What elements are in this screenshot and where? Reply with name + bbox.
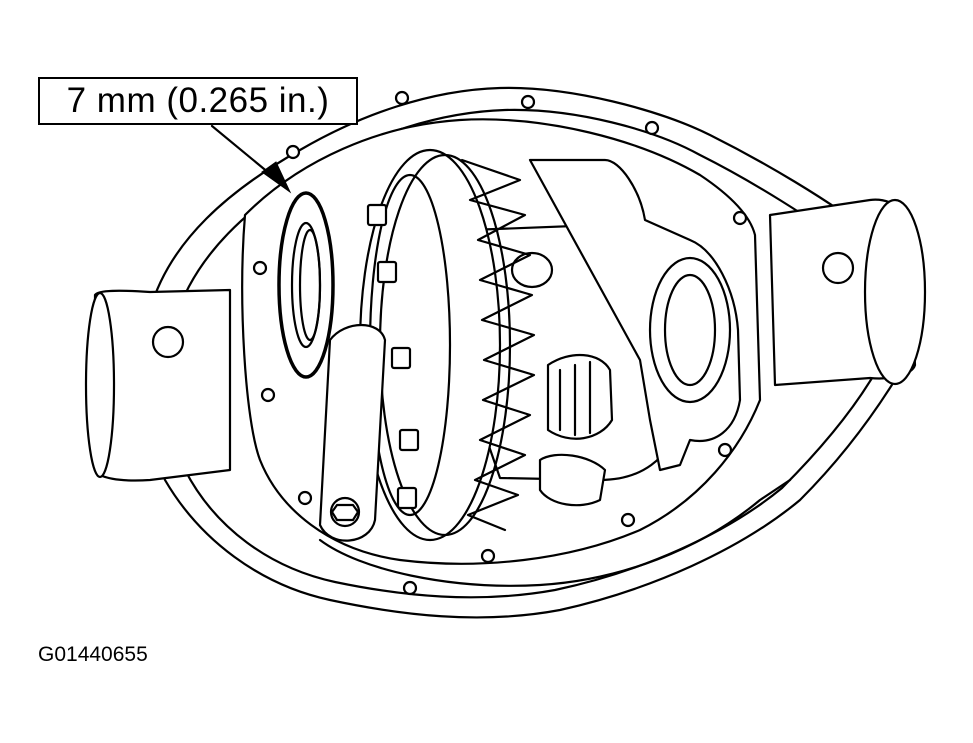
figure-id: G01440655 <box>38 643 148 666</box>
right-axle-hole <box>821 251 855 285</box>
pry-tool <box>318 324 387 542</box>
left-axle-end <box>84 291 116 479</box>
flange-bolt-holes <box>252 90 748 596</box>
ring-gear <box>358 148 536 542</box>
right-axle-end <box>863 198 927 386</box>
callout-label: 7 mm (0.265 in.) <box>38 77 358 125</box>
lower-flange-edge <box>318 478 792 587</box>
ring-gear-bolts <box>366 203 420 510</box>
shim-7mm <box>277 191 335 379</box>
bearing-race <box>648 256 732 404</box>
spider-gears <box>538 353 614 507</box>
left-axle-hole <box>151 325 185 359</box>
left-axle-tube <box>93 288 232 482</box>
carrier-hole <box>510 251 554 289</box>
callout-leader <box>210 124 292 194</box>
